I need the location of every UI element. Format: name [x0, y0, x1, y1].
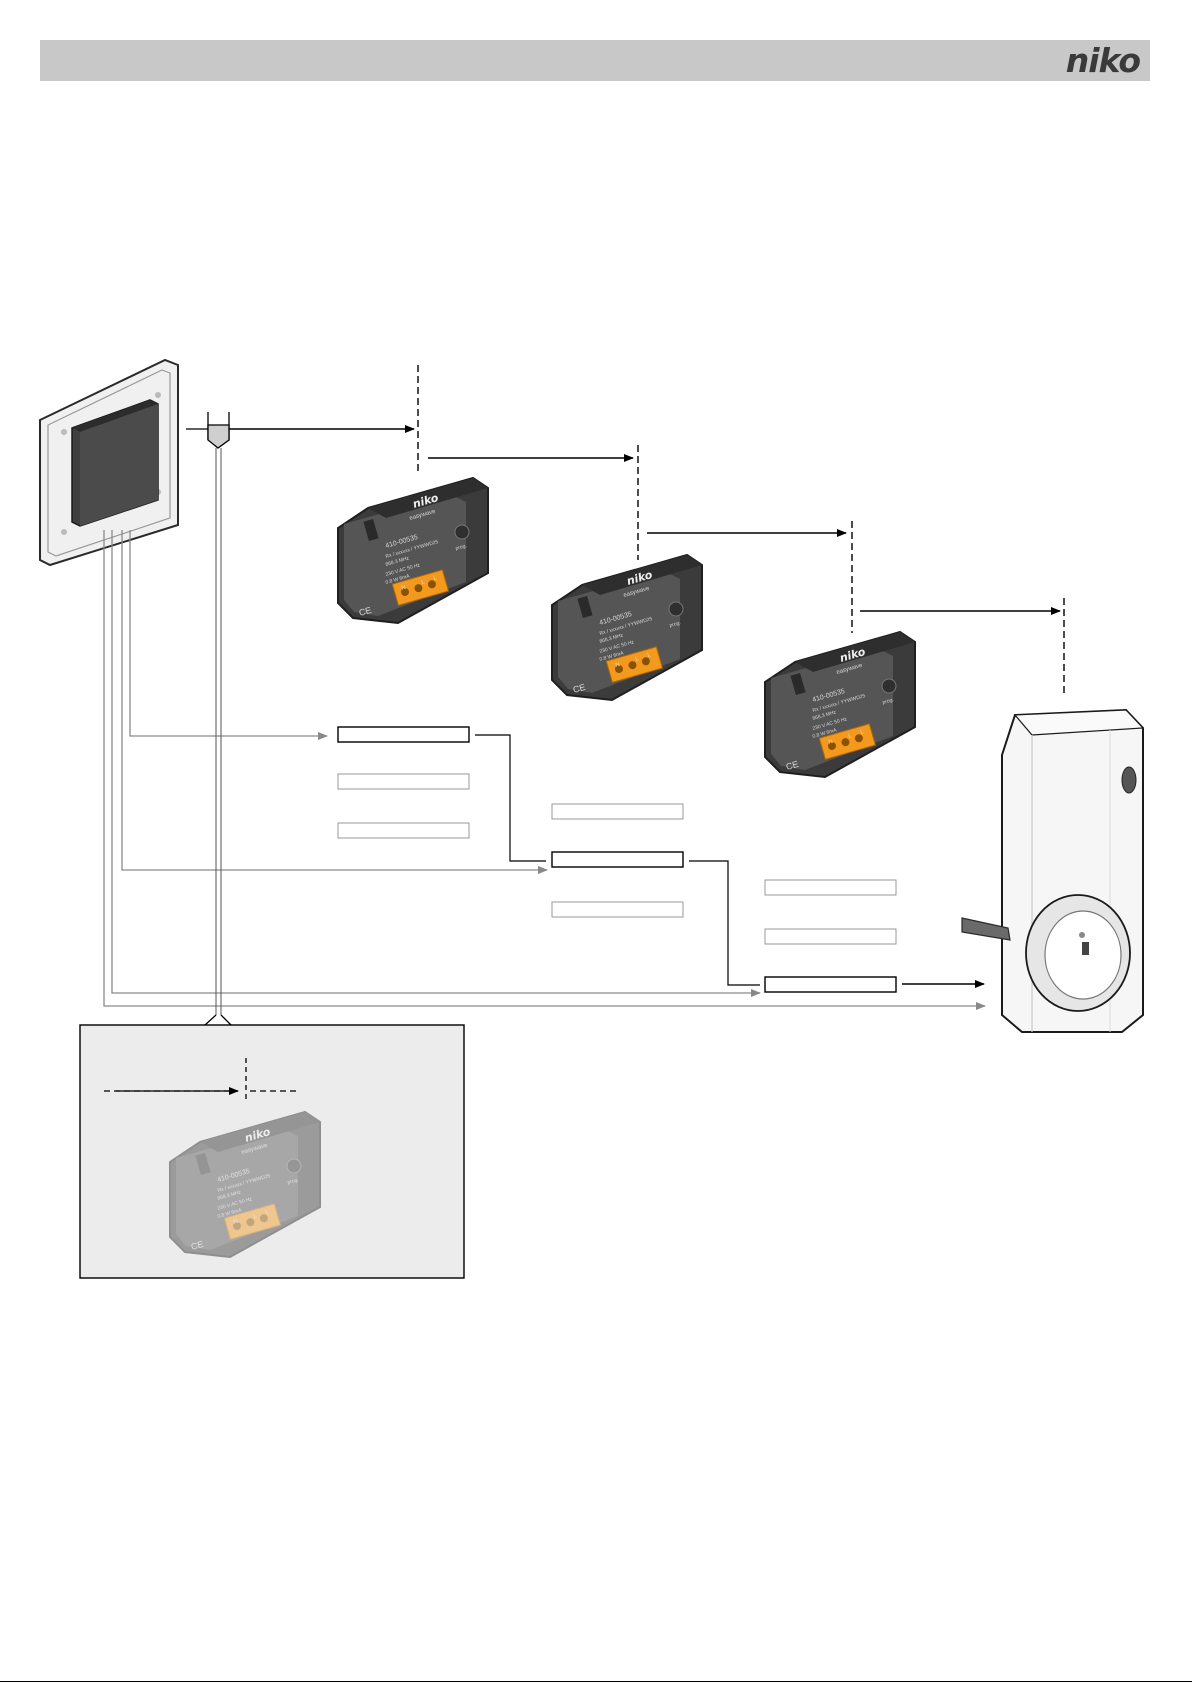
module-prog-label: prog.: [287, 1177, 300, 1186]
module-terminal-l2: L: [433, 575, 438, 582]
receiver-module-2: niko easywave 410-00535 Rx / xxxxxx / YY…: [551, 554, 703, 701]
module-ce-mark: CE: [785, 759, 800, 772]
module-ce-mark: CE: [572, 682, 587, 695]
wireless-link: [186, 412, 415, 1026]
niko-logo: niko: [1065, 41, 1141, 80]
module-prog-label: prog.: [882, 697, 895, 706]
callout-box-m1-a: [337, 726, 470, 743]
callout-box-m3-c: [764, 976, 897, 993]
module-prog-label: prog.: [455, 543, 468, 552]
callout-box-m1-c: [337, 822, 470, 839]
module-terminal-n: N: [615, 662, 621, 669]
footer-rule: [0, 1681, 1192, 1682]
callout-box-m3-b: [764, 928, 897, 945]
callout-box-m1-b: [337, 773, 470, 790]
pairing-routes: [103, 530, 986, 1010]
module-terminal-l1: L: [421, 579, 426, 586]
wall-transmitter: [39, 358, 179, 567]
module-prog-label: prog.: [669, 620, 682, 629]
module-terminal-n: N: [233, 1219, 239, 1226]
receiver-module-1: niko easywave 410-00535 Rx / xxxxxx / YY…: [337, 477, 489, 624]
module-terminal-l2: L: [860, 729, 865, 736]
module-terminal-l1: L: [848, 733, 853, 740]
sequence-path: [475, 734, 985, 988]
faded-module: niko easywave 410-00535 Rx / xxxxxx / YY…: [169, 1111, 321, 1258]
callout-box-m2-a: [551, 803, 684, 820]
module-ce-mark: CE: [358, 605, 373, 618]
callout-box-m2-b: [551, 851, 684, 868]
receiver-module-3: niko easywave 410-00535 Rx / xxxxxx / YY…: [764, 631, 916, 778]
module-terminal-n: N: [828, 739, 834, 746]
header-bar: niko: [40, 40, 1150, 81]
rf-hops: [417, 365, 1065, 695]
module-terminal-l1: L: [253, 1213, 258, 1220]
callout-box-m3-a: [764, 879, 897, 896]
module-ce-mark: CE: [190, 1239, 205, 1252]
plugin-socket-receiver: [961, 708, 1145, 1033]
module-terminal-n: N: [401, 585, 407, 592]
detail-inset: niko easywave 410-00535 Rx / xxxxxx / YY…: [79, 1024, 465, 1279]
callout-boxes: [337, 726, 897, 993]
callout-box-m2-c: [551, 901, 684, 918]
module-terminal-l1: L: [635, 656, 640, 663]
module-terminal-l2: L: [265, 1209, 270, 1216]
module-terminal-l2: L: [647, 652, 652, 659]
